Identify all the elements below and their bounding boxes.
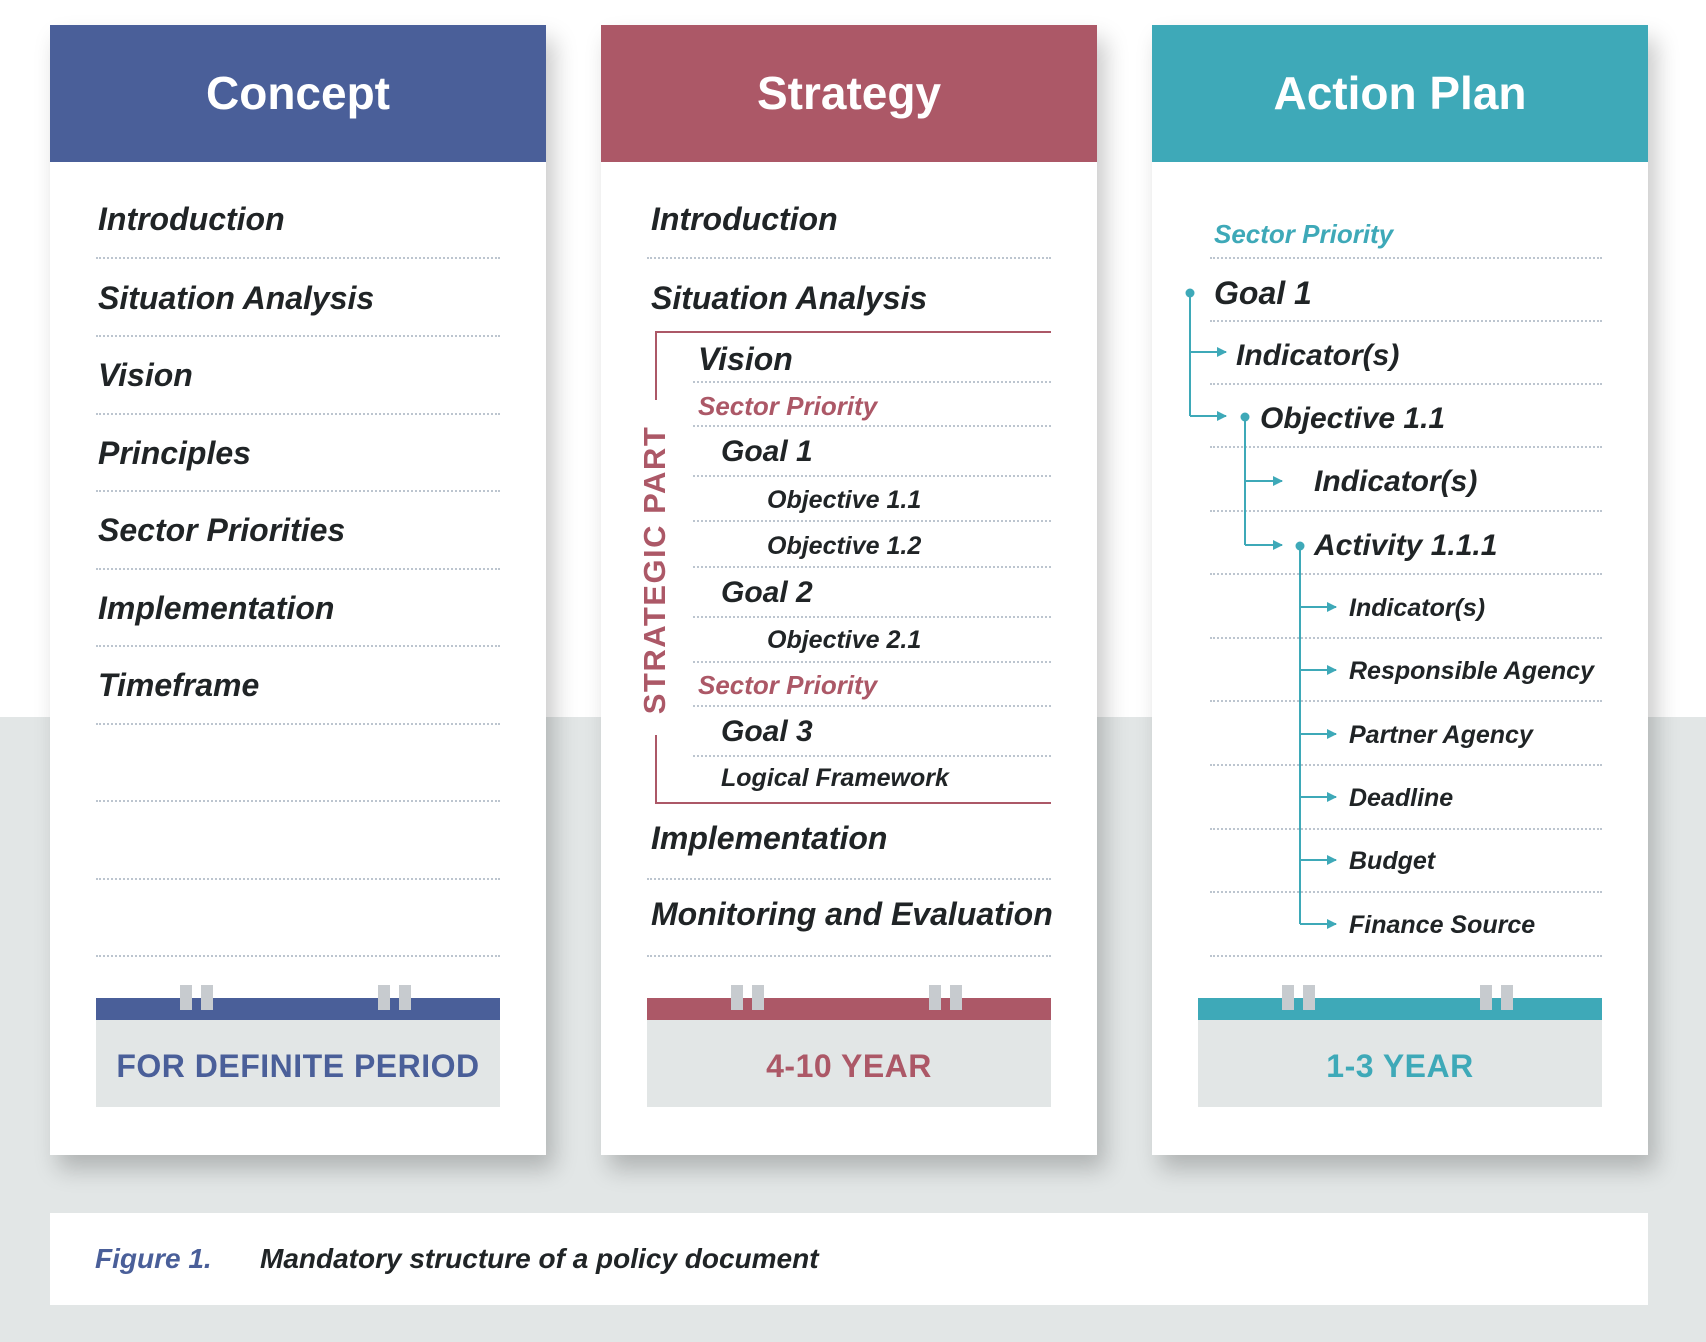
divider: [647, 955, 1051, 957]
binder-ring: [378, 985, 390, 1010]
concept-item-implementation: Implementation: [98, 590, 335, 626]
action-item-finance-source: Finance Source: [1349, 911, 1536, 939]
binder-ring: [201, 985, 213, 1010]
action-sector-priority: Sector Priority: [1214, 219, 1394, 249]
concept-item-situation-analysis: Situation Analysis: [98, 280, 375, 316]
divider: [1210, 700, 1602, 702]
strategy-item-objective-2-1: Objective 2.1: [767, 626, 922, 654]
divider: [96, 490, 500, 492]
period-bar: [96, 998, 500, 1020]
action-item-responsible-agency: Responsible Agency: [1349, 657, 1594, 685]
action-item-indicators-goal: Indicator(s): [1236, 339, 1400, 372]
strategy-item-objective-1-1: Objective 1.1: [767, 486, 922, 514]
divider: [96, 413, 500, 415]
action-item-budget: Budget: [1349, 847, 1436, 875]
divider: [1210, 383, 1602, 385]
divider: [96, 645, 500, 647]
strategy-item-goal-3: Goal 3: [721, 715, 813, 748]
strategy-item-goal-2: Goal 2: [721, 576, 813, 609]
strategic-bracket-bottom: [655, 802, 1051, 804]
divider: [96, 335, 500, 337]
divider: [693, 381, 1051, 383]
divider: [693, 705, 1051, 707]
strategic-part-text: STRATEGIC PART: [637, 425, 672, 715]
divider: [96, 800, 500, 802]
divider: [647, 878, 1051, 880]
binder-ring: [1480, 985, 1492, 1010]
strategy-item-objective-1-2: Objective 1.2: [767, 532, 922, 560]
strategy-item-vision: Vision: [698, 341, 793, 377]
period-bar: [1198, 998, 1602, 1020]
strategy-item-implementation: Implementation: [651, 820, 888, 856]
binder-ring: [929, 985, 941, 1010]
divider: [1210, 510, 1602, 512]
divider: [693, 661, 1051, 663]
period-bar: [647, 998, 1051, 1020]
divider: [1210, 637, 1602, 639]
action-item-deadline: Deadline: [1349, 784, 1454, 812]
concept-period: FOR DEFINITE PERIOD: [96, 1020, 500, 1107]
divider: [693, 755, 1051, 757]
divider: [1210, 257, 1602, 259]
binder-ring: [752, 985, 764, 1010]
concept-item-principles: Principles: [98, 435, 251, 471]
divider: [1210, 320, 1602, 322]
divider: [693, 475, 1051, 477]
action-item-objective-1-1: Objective 1.1: [1260, 402, 1446, 435]
strategy-item-situation-analysis: Situation Analysis: [651, 280, 928, 316]
strategy-item-monitoring: Monitoring and Evaluation: [651, 896, 1053, 932]
strategic-bracket-upper-arm: [655, 331, 657, 400]
divider: [1210, 891, 1602, 893]
figure-label: Figure 1.: [95, 1243, 212, 1274]
divider: [96, 878, 500, 880]
action-plan-column: Action Plan Sector Priority Goal 1 Indic…: [1152, 25, 1648, 1155]
strategy-item-goal-1: Goal 1: [721, 435, 813, 468]
figure-caption: Figure 1. Mandatory structure of a polic…: [50, 1213, 1648, 1305]
action-item-indicators-objective: Indicator(s): [1314, 465, 1478, 498]
divider: [693, 566, 1051, 568]
divider: [96, 955, 500, 957]
strategy-period: 4-10 YEAR: [647, 1020, 1051, 1107]
divider: [647, 257, 1051, 259]
divider: [1210, 955, 1602, 957]
divider: [1210, 828, 1602, 830]
divider: [1210, 573, 1602, 575]
strategic-bracket-top: [655, 331, 1051, 333]
binder-ring: [180, 985, 192, 1010]
action-item-activity-1-1-1: Activity 1.1.1: [1314, 529, 1498, 562]
action-plan-header: Action Plan: [1152, 25, 1648, 162]
binder-ring: [1501, 985, 1513, 1010]
divider: [693, 520, 1051, 522]
binder-ring: [1282, 985, 1294, 1010]
concept-item-timeframe: Timeframe: [98, 667, 260, 703]
concept-item-introduction: Introduction: [98, 201, 285, 237]
binder-ring: [1303, 985, 1315, 1010]
strategic-bracket-lower-arm: [655, 735, 657, 804]
action-plan-period: 1-3 YEAR: [1198, 1020, 1602, 1107]
divider: [96, 568, 500, 570]
action-item-partner-agency: Partner Agency: [1349, 721, 1533, 749]
divider: [96, 723, 500, 725]
divider: [1210, 446, 1602, 448]
strategy-sector-priority-1: Sector Priority: [698, 391, 878, 421]
divider: [693, 616, 1051, 618]
action-item-indicators-activity: Indicator(s): [1349, 594, 1486, 622]
strategy-item-introduction: Introduction: [651, 201, 838, 237]
concept-item-sector-priorities: Sector Priorities: [98, 512, 346, 548]
concept-header: Concept: [50, 25, 546, 162]
binder-ring: [399, 985, 411, 1010]
divider: [693, 425, 1051, 427]
action-item-goal-1: Goal 1: [1214, 275, 1312, 311]
divider: [96, 257, 500, 259]
strategy-header: Strategy: [601, 25, 1097, 162]
concept-item-vision: Vision: [98, 357, 193, 393]
divider: [1210, 764, 1602, 766]
strategy-column: Strategy Introduction Situation Analysis…: [601, 25, 1097, 1155]
strategy-sector-priority-2: Sector Priority: [698, 670, 878, 700]
strategy-item-logical-framework: Logical Framework: [721, 764, 949, 792]
figure-title: Mandatory structure of a policy document: [260, 1243, 819, 1274]
binder-ring: [731, 985, 743, 1010]
binder-ring: [950, 985, 962, 1010]
concept-column: Concept Introduction Situation Analysis …: [50, 25, 546, 1155]
